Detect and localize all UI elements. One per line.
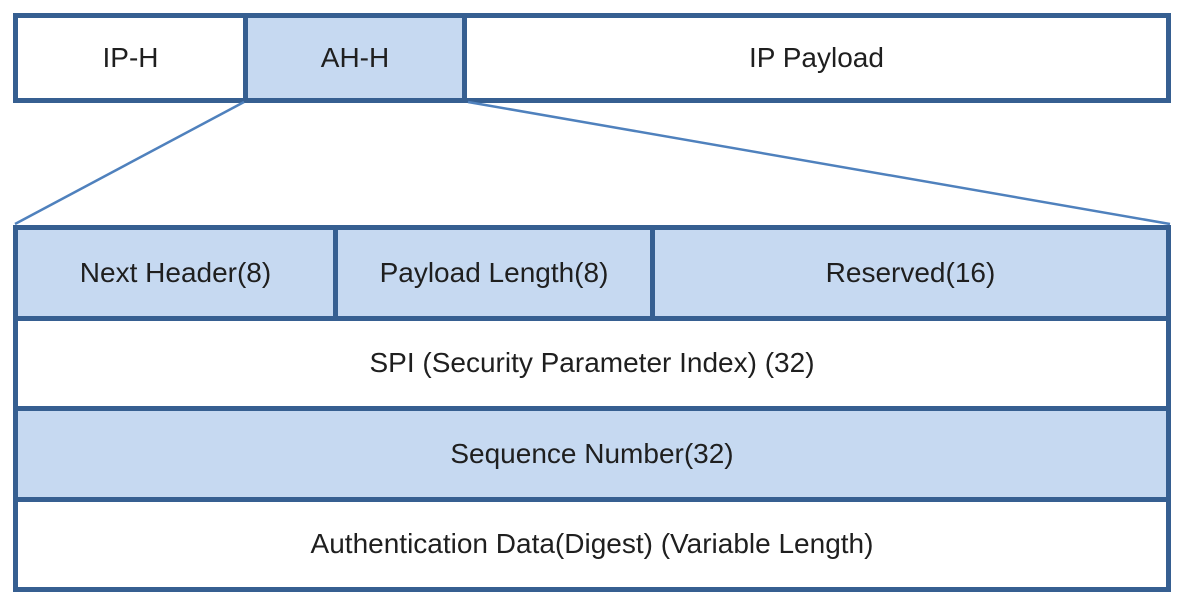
packet-bar: IP-H AH-H IP Payload <box>13 13 1171 103</box>
ah-row-3: Sequence Number(32) <box>18 406 1166 497</box>
packet-cell-ah-h: AH-H <box>243 18 467 98</box>
ah-field-sequence-number: Sequence Number(32) <box>450 437 734 469</box>
ah-row-2: SPI (Security Parameter Index) (32) <box>18 315 1166 407</box>
packet-cell-ip-payload: IP Payload <box>749 42 884 73</box>
ah-field-next-header: Next Header(8) <box>79 256 272 288</box>
ah-field-authentication-data: Authentication Data(Digest) (Variable Le… <box>310 528 874 560</box>
packet-cell-ip-h: IP-H <box>102 42 159 73</box>
ah-field-reserved: Reserved(16) <box>650 230 1166 316</box>
ah-row-1: Next Header(8) Payload Length(8) Reserve… <box>18 230 1166 316</box>
ah-field-payload-length: Payload Length(8) <box>333 230 650 316</box>
connector-line-right <box>467 100 1171 226</box>
ah-field-table: Next Header(8) Payload Length(8) Reserve… <box>13 225 1171 592</box>
ah-row-4: Authentication Data(Digest) (Variable Le… <box>18 496 1166 588</box>
ah-field-spi: SPI (Security Parameter Index) (32) <box>369 347 815 379</box>
connector-line-left <box>14 100 245 226</box>
